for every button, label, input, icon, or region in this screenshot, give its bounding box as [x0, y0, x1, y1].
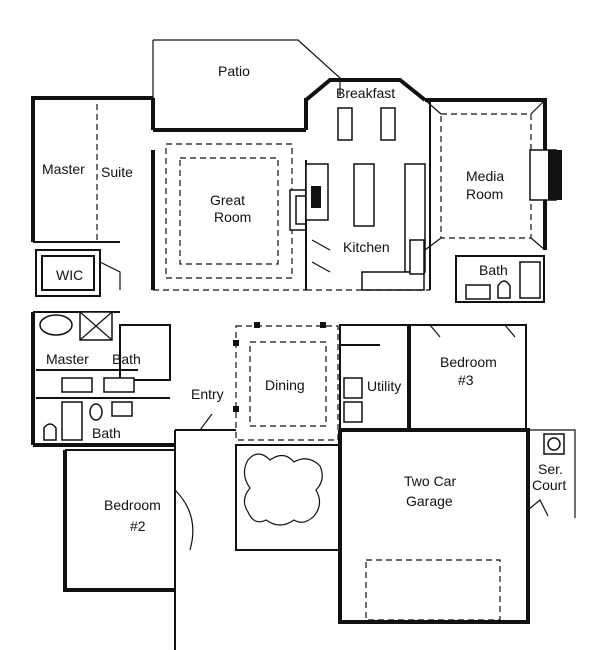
- room-label-great-room-a: Great: [210, 192, 245, 208]
- courtyard-planter: [235, 444, 341, 551]
- room-label-media-room-a: Media: [466, 168, 504, 184]
- room-label-master-suite-a: Master: [42, 161, 85, 177]
- room-label-ser-court-a: Ser.: [538, 461, 563, 477]
- patio-outline: [152, 39, 341, 98]
- room-label-kitchen: Kitchen: [343, 239, 390, 255]
- room-label-ser-court-b: Court: [532, 477, 566, 493]
- room-label-bedroom2-b: #2: [130, 518, 146, 534]
- kitchen-walls: [305, 160, 430, 291]
- breakfast-bay: [304, 78, 427, 141]
- room-label-entry: Entry: [191, 386, 224, 402]
- bath-upper-walls: [455, 255, 545, 303]
- wic-walls: [35, 249, 121, 297]
- master-suite-walls: [31, 96, 155, 290]
- room-label-garage-b: Garage: [406, 493, 453, 509]
- room-label-wic: WIC: [56, 267, 83, 283]
- room-label-master-suite-b: Suite: [101, 164, 133, 180]
- room-label-bath-lower: Bath: [92, 425, 121, 441]
- room-label-bedroom3-a: Bedroom: [440, 354, 497, 370]
- service-court-walls: [527, 429, 576, 518]
- room-label-bedroom2-a: Bedroom: [104, 497, 161, 513]
- bedroom2-walls: [63, 449, 194, 592]
- room-label-patio: Patio: [218, 63, 250, 79]
- room-label-dining: Dining: [265, 377, 305, 393]
- room-label-utility: Utility: [367, 378, 401, 394]
- room-label-great-room-b: Room: [214, 209, 251, 225]
- room-label-breakfast: Breakfast: [336, 85, 395, 101]
- room-label-master-bath-a: Master: [46, 351, 89, 367]
- room-label-media-room-b: Room: [466, 186, 503, 202]
- garage-walls: [338, 428, 530, 624]
- room-label-bedroom3-b: #3: [458, 372, 474, 388]
- utility-walls: [339, 324, 409, 430]
- media-room-walls: [424, 98, 562, 290]
- room-label-garage-a: Two Car: [404, 473, 456, 489]
- dining-walls: [174, 322, 339, 650]
- room-label-master-bath-b: Bath: [112, 351, 141, 367]
- master-bath-walls: [31, 311, 175, 447]
- room-label-bath-upper: Bath: [479, 262, 508, 278]
